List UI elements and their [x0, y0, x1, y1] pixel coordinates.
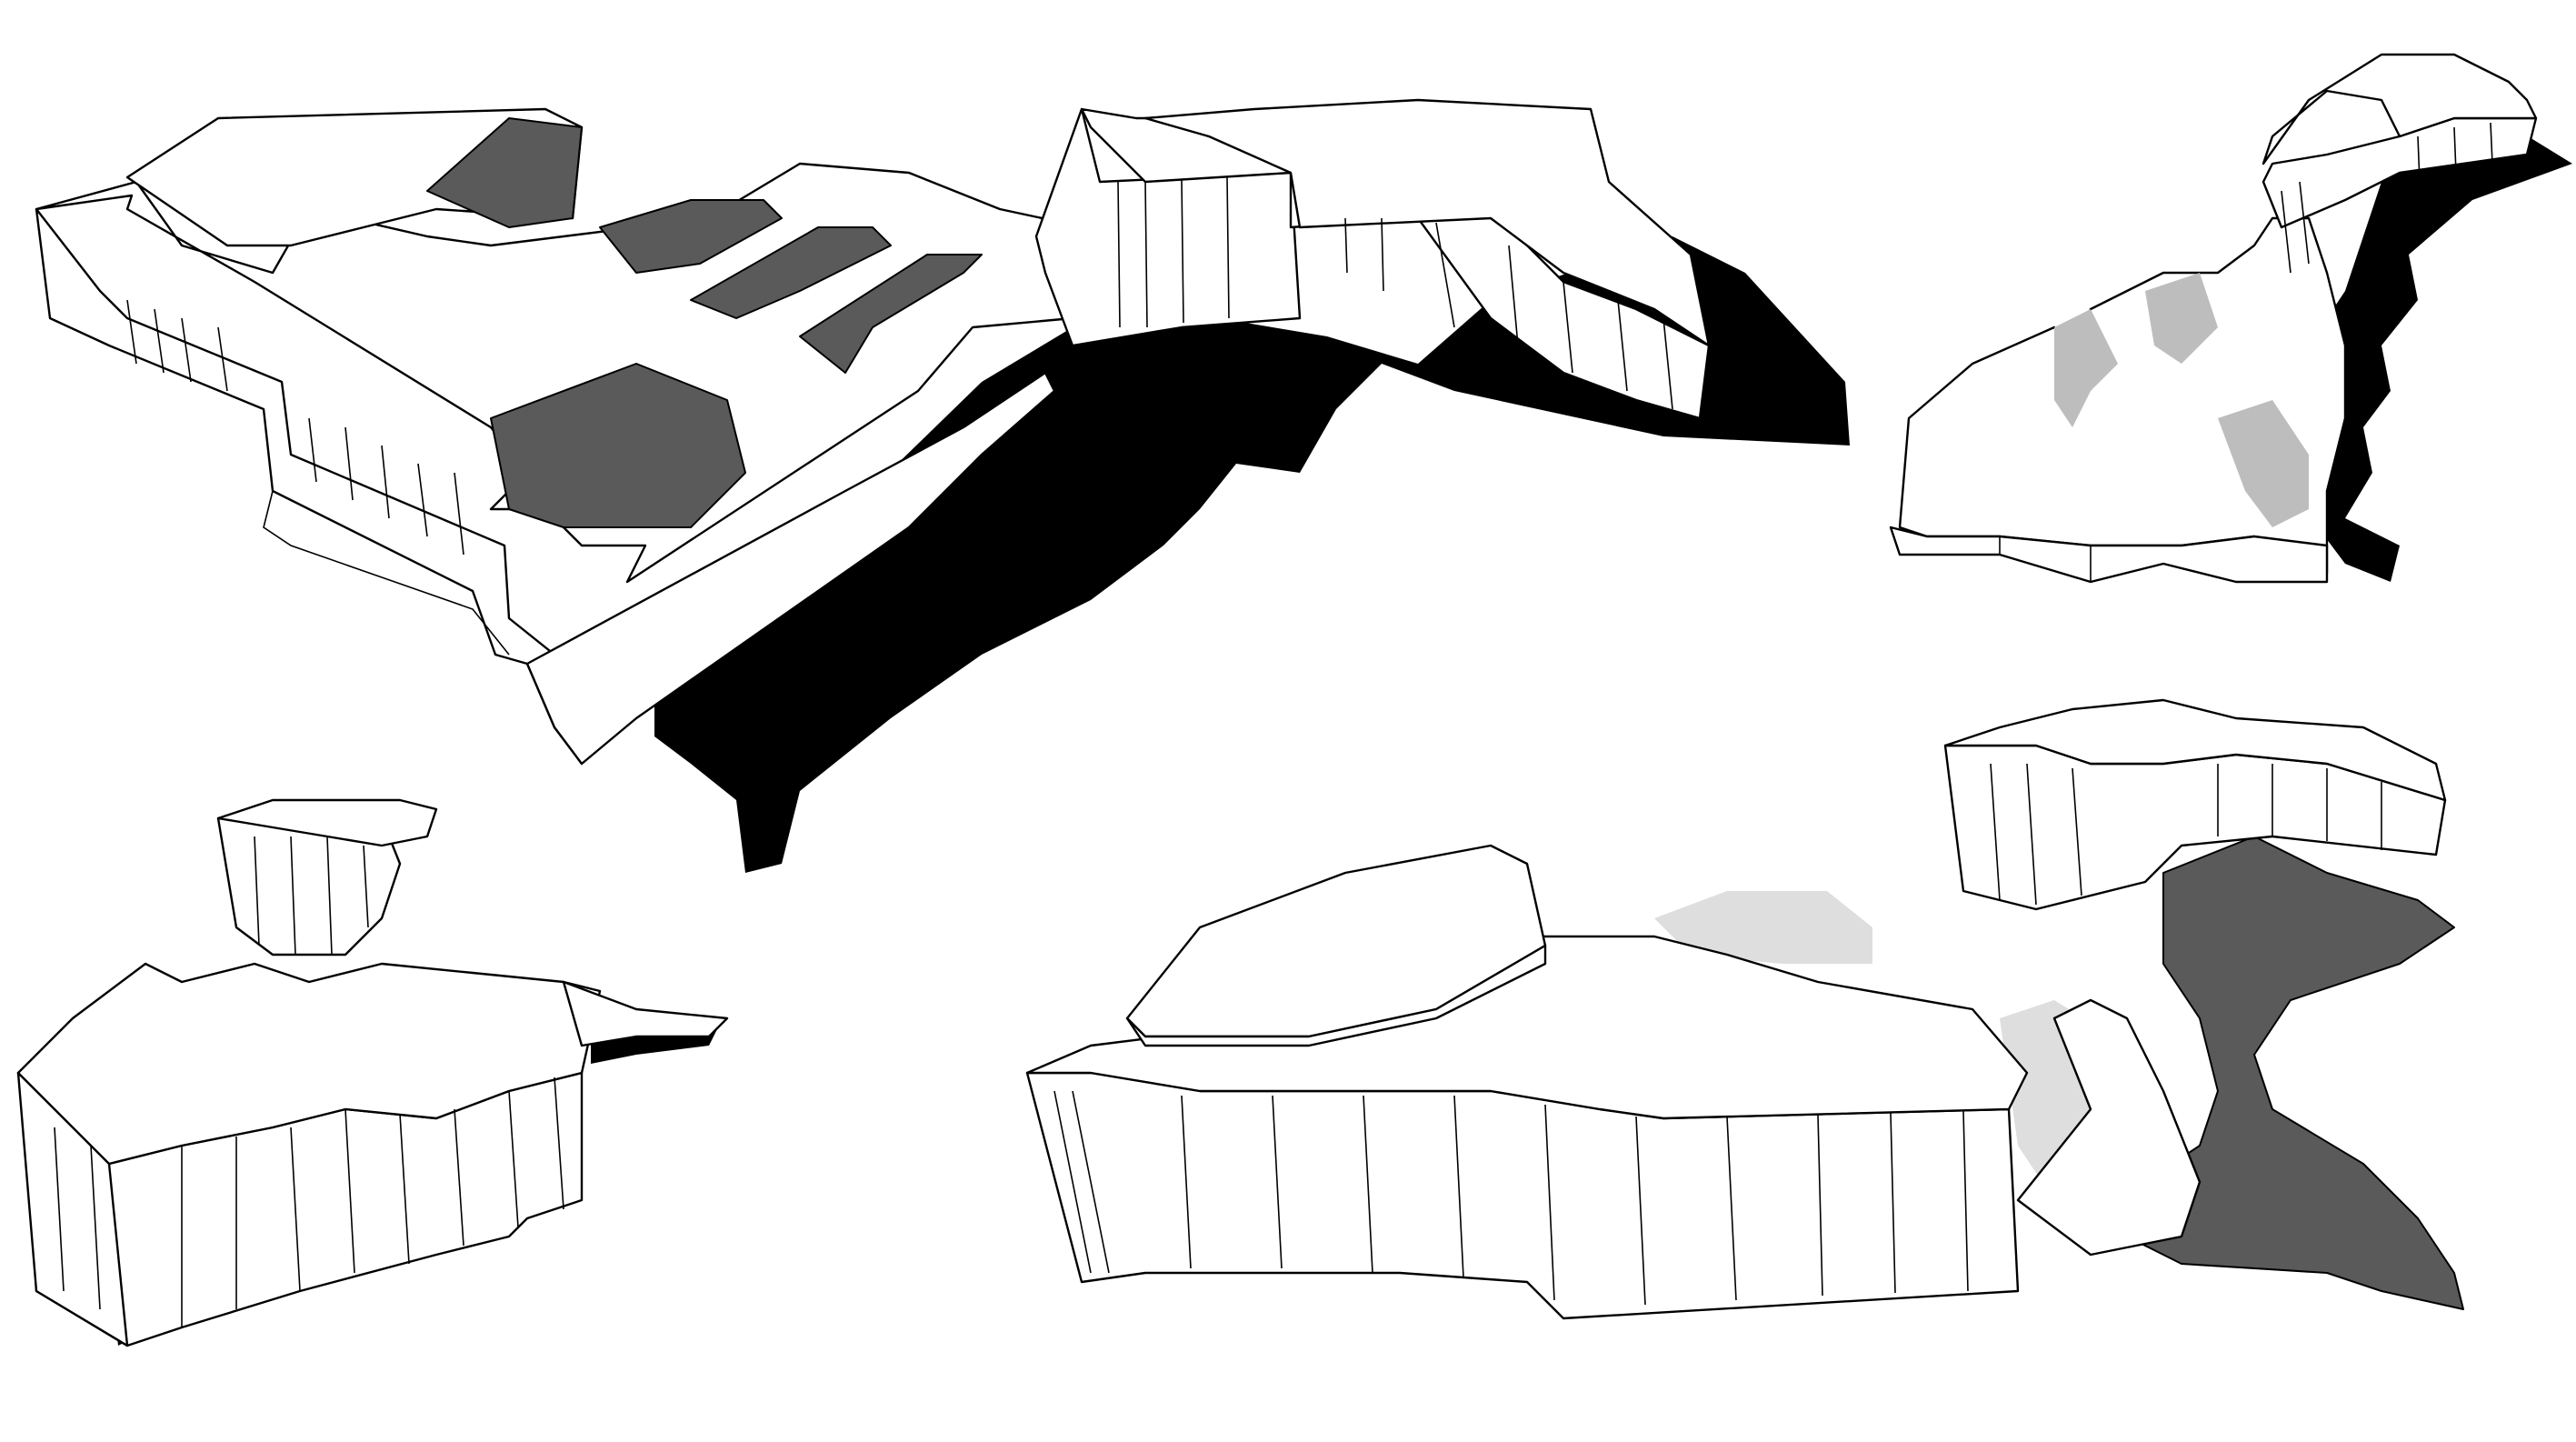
recess-1: [599, 199, 783, 274]
recess-light-3: [2145, 273, 2218, 364]
facade-ribs: [1999, 122, 2493, 582]
front-strip: [525, 371, 1056, 766]
recess-pale-2: [1654, 891, 1872, 964]
ramp: [2016, 998, 2202, 1257]
cast-shadow: [654, 236, 1850, 873]
facade-ribs: [54, 836, 564, 1327]
recess-light-2: [2218, 400, 2309, 527]
recess-4: [490, 363, 746, 528]
raised-roof-side: [1125, 944, 1547, 1047]
recess-2: [690, 226, 892, 319]
cast-shadow: [2126, 836, 2464, 1310]
upper-tower-top: [2261, 53, 2538, 165]
facade-ribs: [126, 176, 1673, 556]
tower-top: [1943, 698, 2447, 802]
facade-ribs: [1053, 763, 2382, 1306]
cast-shadow: [2300, 91, 2572, 582]
bridge-top: [1143, 98, 1711, 347]
block-a-side: [426, 117, 583, 228]
tower-top: [216, 798, 438, 847]
top-deck: [16, 962, 602, 1166]
recess-light-1: [2054, 309, 2118, 427]
base-terrain-edge: [263, 490, 510, 656]
arm-top: [562, 980, 729, 1047]
recess-3: [799, 254, 983, 374]
